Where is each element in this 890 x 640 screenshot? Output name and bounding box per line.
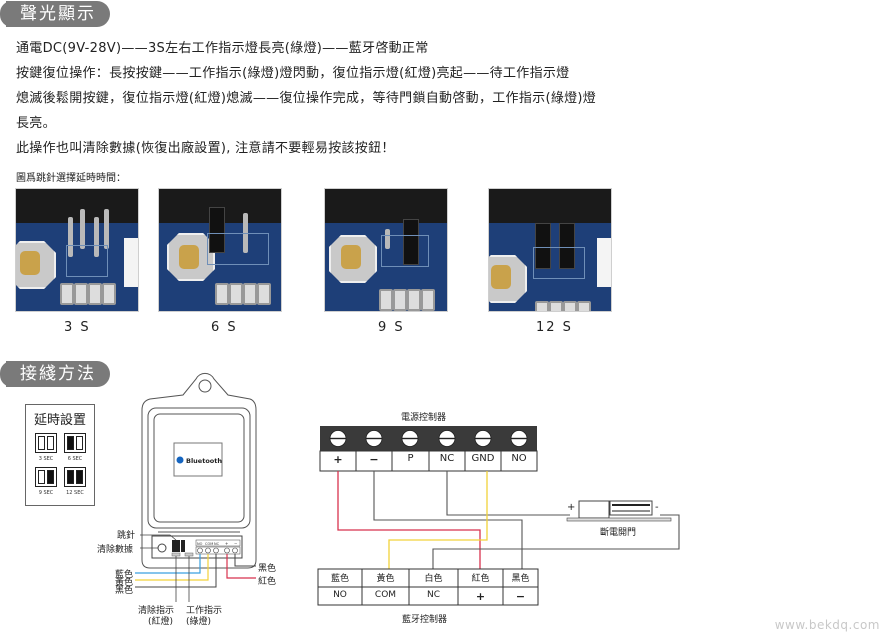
jumper-caption: 圖爲跳針選擇延時時間：	[16, 173, 126, 184]
jumper-photo-12s	[488, 188, 612, 312]
label-clear-indicator-sub: (紅燈)	[148, 617, 174, 627]
device-terminals	[195, 539, 241, 555]
power-terminal-minus: −	[369, 453, 379, 466]
device-terminal-plus: +	[225, 541, 228, 546]
wire-black-left	[135, 554, 217, 588]
jumper-photo-6s	[158, 188, 282, 312]
watermark: www.bekdq.com	[774, 618, 880, 632]
bt-terminal-plus: +	[475, 590, 486, 603]
bluetooth-controller	[317, 568, 539, 606]
switch-12sec	[64, 467, 86, 487]
paragraph-reset-1: 按鍵復位操作：長按按鍵——工作指示(綠燈)燈閃動，復位指示燈(紅燈)亮起——待工…	[16, 66, 570, 81]
power-terminal-gnd: GND	[471, 453, 495, 464]
bt-controller-colors: 藍色 黃色 白色 紅色 黑色	[318, 571, 538, 587]
label-jumper: 跳針	[117, 531, 136, 541]
delay-settings-title: 延時設置	[33, 413, 86, 428]
jumper-label-6s: 6 S	[211, 320, 238, 335]
switch-label-6sec: 6 SEC	[67, 456, 83, 462]
switch-9sec	[35, 467, 57, 487]
label-work-indicator-sub: (綠燈)	[186, 617, 212, 627]
wire-yellow	[135, 554, 209, 581]
power-terminal-p: P	[407, 453, 414, 464]
bt-controller-title: 藍牙控制器	[402, 615, 448, 625]
lock-minus-label: -	[655, 502, 659, 513]
door-lock-title: 斷電開門	[600, 528, 637, 538]
bt-color-red: 紅色	[471, 574, 490, 584]
bt-terminal-com: COM	[374, 590, 397, 600]
bt-color-white: 白色	[424, 574, 443, 584]
section-header-sound-light: 聲光顯示	[0, 1, 110, 27]
label-red-right: 紅色	[258, 577, 277, 587]
bt-color-black: 黑色	[511, 574, 530, 584]
power-controller	[319, 426, 538, 472]
power-terminal-no: NO	[511, 453, 527, 464]
jumper-label-12s: 12 S	[536, 320, 573, 335]
paragraph-reset-3: 長亮。	[16, 116, 56, 131]
device-terminal-nc: NC	[214, 542, 220, 546]
wire-red	[226, 554, 256, 579]
paragraph-warning: 此操作也叫清除數據(恢復出廠設置), 注意請不要輕易按該按鈕！	[16, 141, 395, 156]
power-controller-title: 電源控制器	[401, 413, 447, 423]
wire-nc-to-lock-minus	[432, 514, 680, 570]
section-title: 聲光顯示	[20, 4, 96, 24]
power-controller-terminals: + − P NC GND NO	[320, 453, 537, 471]
switch-6sec	[64, 433, 86, 453]
delay-settings-panel: 延時設置 3 SEC 6 SEC 9 SEC 12 SEC	[25, 404, 95, 506]
jumper-block	[172, 540, 180, 552]
wire-gnd-to-com	[388, 471, 488, 570]
jumper-photo-9s	[324, 188, 448, 312]
wire-black-right	[234, 554, 256, 567]
wire-power-plus-to-red	[337, 471, 481, 570]
bt-color-yellow: 黃色	[376, 574, 395, 584]
jumper-photo-3s	[15, 188, 139, 312]
label-yellow: 黃色	[115, 578, 134, 588]
switch-label-12sec: 12 SEC	[66, 490, 84, 496]
label-clear-indicator: 清除指示	[138, 606, 175, 616]
paragraph-power-on: 通電DC(9V-28V)——3S左右工作指示燈長亮(綠燈)——藍牙啓動正常	[16, 41, 429, 56]
wire-power-nc-to-lock-plus	[446, 471, 570, 516]
jumper-label-3s: 3 S	[64, 320, 91, 335]
label-black-right: 黑色	[258, 564, 277, 574]
power-terminal-plus: +	[333, 453, 343, 466]
wire-power-minus-to-black	[373, 471, 523, 570]
section-title: 接綫方法	[20, 364, 96, 384]
bt-terminal-no: NO	[333, 590, 347, 600]
door-lock-icon	[566, 500, 672, 522]
paragraph-reset-2: 熄滅後鬆開按鍵，復位指示燈(紅燈)熄滅——復位操作完成，等待門鎖自動啓動，工作指…	[16, 91, 597, 106]
switch-label-3sec: 3 SEC	[38, 456, 54, 462]
jumper-label-9s: 9 S	[378, 320, 405, 335]
switch-3sec	[35, 433, 57, 453]
bt-terminal-nc: NC	[426, 590, 441, 600]
bt-color-blue: 藍色	[330, 574, 349, 584]
power-terminal-nc: NC	[439, 453, 455, 464]
label-black-left: 黑色	[115, 586, 134, 596]
work-indicator-led	[184, 552, 194, 557]
section-header-wiring: 接綫方法	[0, 361, 110, 387]
switch-label-9sec: 9 SEC	[38, 490, 54, 496]
device-terminal-com: COM	[205, 542, 213, 546]
label-clear-data: 清除數據	[97, 545, 134, 555]
bt-terminal-minus: −	[515, 590, 526, 603]
bluetooth-icon	[176, 456, 184, 464]
device-terminal-no: NO	[197, 542, 203, 546]
bluetooth-brand: Bluetooth	[186, 457, 222, 465]
bt-controller-terminals: NO COM NC + −	[318, 590, 538, 606]
lock-plus-label: +	[567, 502, 576, 513]
device-terminal-minus: −	[234, 541, 237, 546]
wire-blue	[135, 554, 201, 574]
clear-indicator-led	[171, 552, 181, 557]
label-work-indicator: 工作指示	[186, 606, 223, 616]
label-blue: 藍色	[115, 570, 134, 580]
